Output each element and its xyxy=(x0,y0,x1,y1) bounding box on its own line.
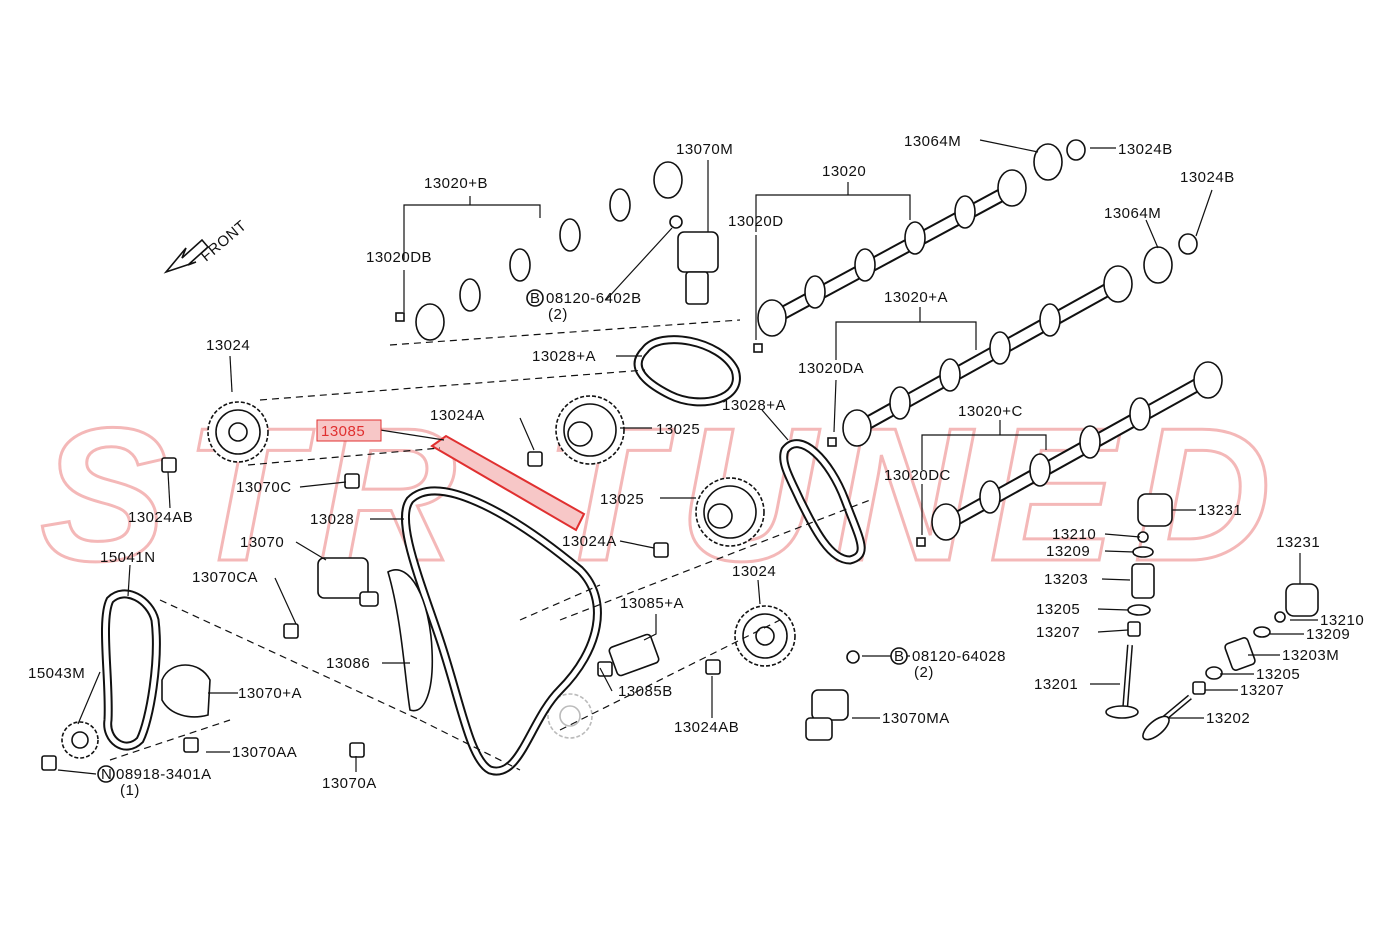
label-13025-mid: 13025 xyxy=(600,491,644,508)
label-13202: 13202 xyxy=(1206,710,1250,727)
label-13024A-mid: 13024A xyxy=(562,533,617,550)
highlight-box xyxy=(316,419,382,442)
vvt-sprocket-lower xyxy=(695,477,765,547)
label-13020B: 13020+B xyxy=(424,175,488,192)
label-13210-a: 13210 xyxy=(1052,526,1096,543)
label-13231-a: 13231 xyxy=(1198,502,1242,519)
label-13070AA: 13070AA xyxy=(232,744,297,761)
label-13024AB-mid: 13024AB xyxy=(674,719,739,736)
label-13028A-mid: 13028+A xyxy=(722,397,786,414)
label-13024-mid: 13024 xyxy=(732,563,776,580)
label-13020DC: 13020DC xyxy=(884,467,951,484)
reference-lines xyxy=(109,319,871,771)
bolt-symbol-icon-upper: B xyxy=(526,289,544,307)
label-13020: 13020 xyxy=(822,163,866,180)
label-13210-b: 13210 xyxy=(1320,612,1364,629)
svg-text:B: B xyxy=(530,290,541,307)
cam-cap-top xyxy=(1033,139,1086,181)
cam-sprocket-left xyxy=(207,401,269,463)
label-08918-3401A: 08918-3401A xyxy=(116,766,212,783)
label-13024A-top: 13024A xyxy=(430,407,485,424)
secondary-chain-upper xyxy=(633,335,741,407)
lifter-13231-a xyxy=(1137,493,1173,527)
label-08120-64028-qty: (2) xyxy=(914,664,934,681)
label-13207-a: 13207 xyxy=(1036,624,1080,641)
front-label: FRONT xyxy=(198,217,250,265)
label-13205-a: 13205 xyxy=(1036,601,1080,618)
secondary-chain-lower xyxy=(779,439,866,565)
label-13209-b: 13209 xyxy=(1306,626,1350,643)
label-13231-b: 13231 xyxy=(1276,534,1320,551)
label-13025-top: 13025 xyxy=(656,421,700,438)
label-13203: 13203 xyxy=(1044,571,1088,588)
label-13085A: 13085+A xyxy=(620,595,684,612)
label-13085B: 13085B xyxy=(618,683,673,700)
label-13203M: 13203M xyxy=(1282,647,1339,664)
cam-cap-mid xyxy=(1143,233,1198,284)
label-15041N: 15041N xyxy=(100,549,156,566)
guide-13085A xyxy=(608,633,660,677)
lifter-13231-b xyxy=(1285,583,1319,617)
label-13024B-right: 13024B xyxy=(1180,169,1235,186)
tensioner-arm-13070A xyxy=(161,664,211,718)
bolt-symbol-icon-lower: B xyxy=(890,647,908,665)
label-13070A-plus: 13070+A xyxy=(238,685,302,702)
valve-13202 xyxy=(1142,694,1192,741)
svg-text:N: N xyxy=(101,766,112,783)
label-13064M-top: 13064M xyxy=(904,133,961,150)
cam-sensor-lower xyxy=(805,650,860,741)
label-13020A: 13020+A xyxy=(884,289,948,306)
camshaft-middle xyxy=(842,265,1133,447)
label-08120-6402B-qty: (2) xyxy=(548,306,568,323)
label-13070CA: 13070CA xyxy=(192,569,258,586)
label-13020D: 13020D xyxy=(728,213,784,230)
vvt-sprocket-upper xyxy=(555,395,625,465)
valve-13201 xyxy=(1105,644,1139,719)
label-13024-left: 13024 xyxy=(206,337,250,354)
label-13024AB-left: 13024AB xyxy=(128,509,193,526)
label-08120-64028: 08120-64028 xyxy=(912,648,1006,665)
label-13070MA: 13070MA xyxy=(882,710,950,727)
label-13201: 13201 xyxy=(1034,676,1078,693)
camshaft-upper-middle xyxy=(757,169,1027,337)
oil-pump-chain xyxy=(100,589,161,751)
camshaft-lower xyxy=(931,361,1223,541)
label-13205-b: 13205 xyxy=(1256,666,1300,683)
svg-text:B: B xyxy=(894,648,905,665)
label-15043M: 15043M xyxy=(28,665,85,682)
label-13209-a: 13209 xyxy=(1046,543,1090,560)
label-13070C: 13070C xyxy=(236,479,292,496)
label-13070M: 13070M xyxy=(676,141,733,158)
label-08120-6402B: 08120-6402B xyxy=(546,290,642,307)
oil-pump-sprocket xyxy=(61,721,99,759)
label-13064M-mid: 13064M xyxy=(1104,205,1161,222)
label-13085: 13085 xyxy=(321,423,365,440)
label-13028: 13028 xyxy=(310,511,354,528)
slack-guide-13086 xyxy=(387,569,434,712)
label-13020DA: 13020DA xyxy=(798,360,864,377)
label-13070A: 13070A xyxy=(322,775,377,792)
crank-sprocket xyxy=(547,693,593,739)
front-arrow-icon xyxy=(163,238,210,274)
nut-symbol-icon: N xyxy=(97,765,115,783)
camshaft-upper-left xyxy=(415,161,683,341)
cam-sensor-upper xyxy=(669,215,719,305)
bolt-icons xyxy=(41,312,926,771)
label-13207-b: 13207 xyxy=(1240,682,1284,699)
primary-timing-chain xyxy=(400,486,602,776)
label-13070: 13070 xyxy=(240,534,284,551)
cam-sprocket-mid xyxy=(734,605,796,667)
valve-spring-assembly-b xyxy=(1192,611,1286,695)
tensioner-13070 xyxy=(317,557,379,607)
label-13024B-top: 13024B xyxy=(1118,141,1173,158)
label-13028A-top: 13028+A xyxy=(532,348,596,365)
label-13020C: 13020+C xyxy=(958,403,1023,420)
label-13086: 13086 xyxy=(326,655,370,672)
label-13020DB: 13020DB xyxy=(366,249,432,266)
label-08918-3401A-qty: (1) xyxy=(120,782,140,799)
